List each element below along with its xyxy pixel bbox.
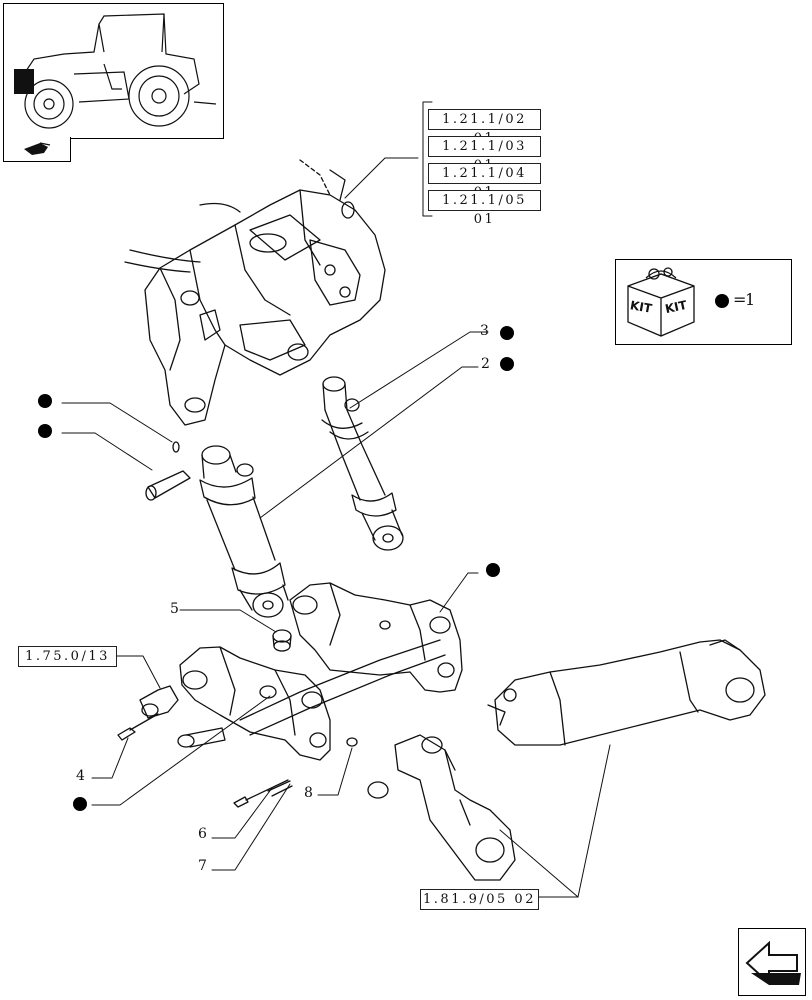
main-pin <box>177 727 226 748</box>
kit-quantity: 1 <box>745 290 756 309</box>
callout-4: 4 <box>76 768 85 784</box>
pin-parts <box>145 441 191 501</box>
callout-2: 2 <box>481 356 490 372</box>
tow-hook-assembly <box>367 734 516 881</box>
kit-legend: KIT KIT = 1 <box>615 259 792 345</box>
hand-pointer-icon <box>24 142 51 155</box>
leader-lines <box>61 101 611 898</box>
reference-code-2[interactable]: 1.21.1/03 01 <box>428 136 541 173</box>
kit-marker <box>715 294 729 308</box>
bushing <box>272 629 292 652</box>
kit-markers <box>38 326 514 811</box>
callout-8: 8 <box>304 785 313 801</box>
reference-code-bottom[interactable]: 1.81.9/05 02 <box>420 889 539 910</box>
next-page-button[interactable] <box>738 928 806 996</box>
grease-fitting <box>139 685 179 719</box>
next-page-arrow-icon <box>745 940 801 986</box>
washer-part-8 <box>346 737 358 747</box>
swing-bracket-upper <box>289 582 463 693</box>
screw-part-4 <box>117 713 159 741</box>
reference-code-3[interactable]: 1.21.1/04 01 <box>428 163 541 200</box>
front-axle-support-frame <box>124 159 386 426</box>
kit-box-icon <box>627 267 695 337</box>
tow-hitch-housing <box>487 639 766 746</box>
navigation-tab[interactable] <box>3 137 71 162</box>
swing-bracket-lower <box>179 639 446 761</box>
screw-part-6 <box>233 779 293 808</box>
callout-7: 7 <box>198 858 207 874</box>
reference-code-1[interactable]: 1.21.1/02 01 <box>428 109 541 146</box>
reference-code-left[interactable]: 1.75.0/13 <box>18 646 117 667</box>
callout-3: 3 <box>480 323 489 339</box>
callout-6: 6 <box>198 826 207 842</box>
reference-code-4[interactable]: 1.21.1/05 01 <box>428 190 541 227</box>
kit-equals: = <box>733 290 747 309</box>
hydraulic-cylinder-left <box>199 445 289 618</box>
callout-5: 5 <box>170 601 179 617</box>
tractor-overview-icon <box>14 13 217 129</box>
tractor-thumbnail[interactable] <box>3 3 224 139</box>
hydraulic-cylinder-right <box>321 376 404 551</box>
